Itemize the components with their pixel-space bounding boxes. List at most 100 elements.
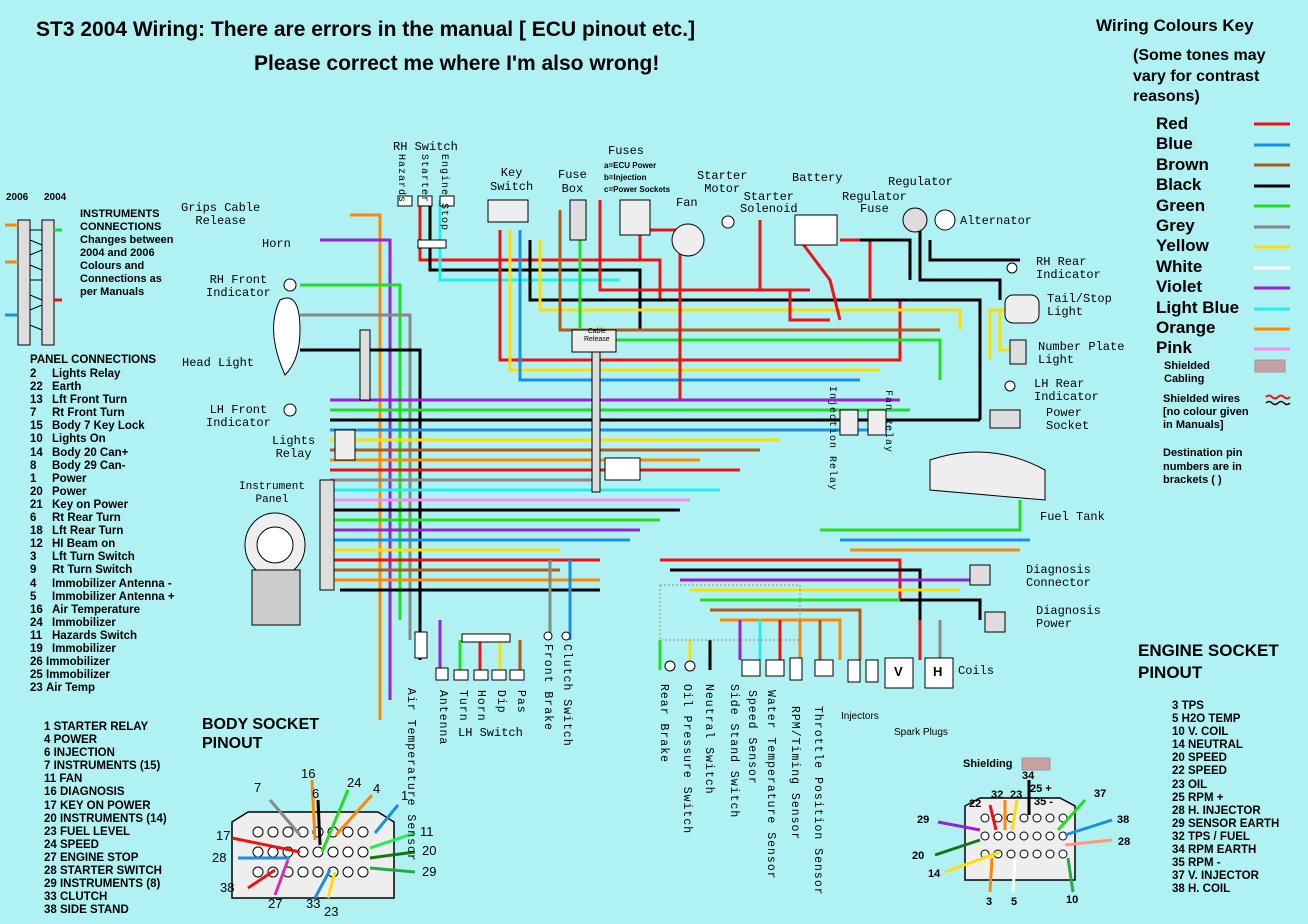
colour-name: Red <box>1156 114 1189 133</box>
body-pin-label: 4 <box>373 781 381 796</box>
coil-v-label: V <box>894 664 903 679</box>
colour-key-list: Red Blue Brown Black Green Grey Yellow W… <box>1156 114 1239 359</box>
spark-plugs-label: Spark Plugs <box>894 727 948 738</box>
body-socket-title: BODY SOCKET PINOUT <box>202 716 320 752</box>
colour-name: White <box>1156 256 1203 276</box>
head-light-label: Head Light <box>182 356 255 370</box>
fuses-notes: a=ECU Power b=Injection c=Power Sockets <box>604 161 671 194</box>
engine-pin-label: 5 <box>1011 896 1018 908</box>
engine-pin-label: 28 <box>1118 836 1131 848</box>
battery-label: Battery <box>792 171 843 185</box>
body-pin-label: 16 <box>301 766 316 781</box>
body-pin-label: 23 <box>324 904 339 919</box>
engine-pin-label: 35 - <box>1034 796 1053 808</box>
colour-key-note: (Some tones may vary for contrast reason… <box>1133 47 1266 105</box>
colour-name: Yellow <box>1156 236 1209 256</box>
oil-pressure-label: Oil Pressure Switch <box>680 684 693 835</box>
water-temp-label: Water Temperature Sensor <box>764 690 777 880</box>
engine-pin-label: 10 <box>1066 894 1079 906</box>
neutral-switch-label: Neutral Switch <box>702 684 715 795</box>
instrument-connector-2006 <box>5 219 62 346</box>
fan-relay-label: Fan Relay <box>882 390 893 454</box>
colour-key-title: Wiring Colours Key <box>1096 16 1254 35</box>
rpm-timing-label: RPM/Timing Sensor <box>788 706 801 841</box>
colour-name: Green <box>1156 195 1206 215</box>
shielded-cabling-label: Shielded Cabling <box>1164 360 1210 385</box>
body-pin-label: 17 <box>216 828 231 843</box>
body-pin-label: 20 <box>422 843 437 858</box>
engine-pin-label: 14 <box>928 868 941 880</box>
colour-name: Orange <box>1156 318 1216 338</box>
lh-switch-label: LH Switch <box>458 726 523 740</box>
engine-pin-label: 23 <box>1010 789 1023 801</box>
engine-pin-label: 20 <box>912 850 925 862</box>
side-stand-label: Side Stand Switch <box>727 684 740 819</box>
body-pin-label: 27 <box>268 896 283 911</box>
starter-label: Starter <box>418 154 429 204</box>
fan-label: Fan <box>676 196 698 210</box>
engine-socket-title: ENGINE SOCKET PINOUT <box>1138 641 1279 682</box>
colour-key-swatches <box>1254 122 1291 406</box>
throttle-sensor-label: Throttle Position Sensor <box>811 706 824 896</box>
engine-pin-label: 34 <box>1022 770 1035 782</box>
horn-label: Horn <box>262 237 291 251</box>
colour-name: Grey <box>1156 216 1195 236</box>
body-pin-label: 1 <box>401 788 409 803</box>
engine-pin-label: 29 <box>917 814 930 826</box>
coil-h-label: H <box>933 664 943 679</box>
body-pin-label: 28 <box>212 850 227 865</box>
injectors-label: Injectors <box>841 711 879 722</box>
body-pin-label: 11 <box>420 824 434 839</box>
engine-pin-label: 32 <box>991 789 1004 801</box>
engine-pin-label: 37 <box>1094 788 1107 800</box>
turn-label: Turn <box>456 690 469 722</box>
antenna-label: Antenna <box>436 690 449 746</box>
diagram-title: ST3 2004 Wiring: There are errors in the… <box>36 18 696 41</box>
year-2004: 2004 <box>44 192 67 203</box>
body-socket-drawing <box>231 779 416 899</box>
fuses-label: Fuses <box>608 144 645 158</box>
colour-name: Brown <box>1156 154 1209 174</box>
colour-name: Black <box>1156 175 1202 195</box>
body-socket-list: 1 STARTER RELAY 4 POWER 6 INJECTION 7 IN… <box>44 721 167 917</box>
shielding-label: Shielding <box>963 758 1013 770</box>
engine-socket-list: 3 TPS 5 H2O TEMP 10 V. COIL 14 NEUTRAL 2… <box>1172 700 1280 896</box>
regulator-label: Regulator <box>888 175 953 189</box>
rear-brake-label: Rear Brake <box>657 684 670 764</box>
engine-pin-label: 3 <box>986 896 993 908</box>
fuel-tank-label: Fuel Tank <box>1040 510 1105 524</box>
dip-label: Dip <box>494 690 507 714</box>
body-pin-label: 24 <box>347 775 362 790</box>
front-brake-label: Front Brake <box>541 644 554 731</box>
